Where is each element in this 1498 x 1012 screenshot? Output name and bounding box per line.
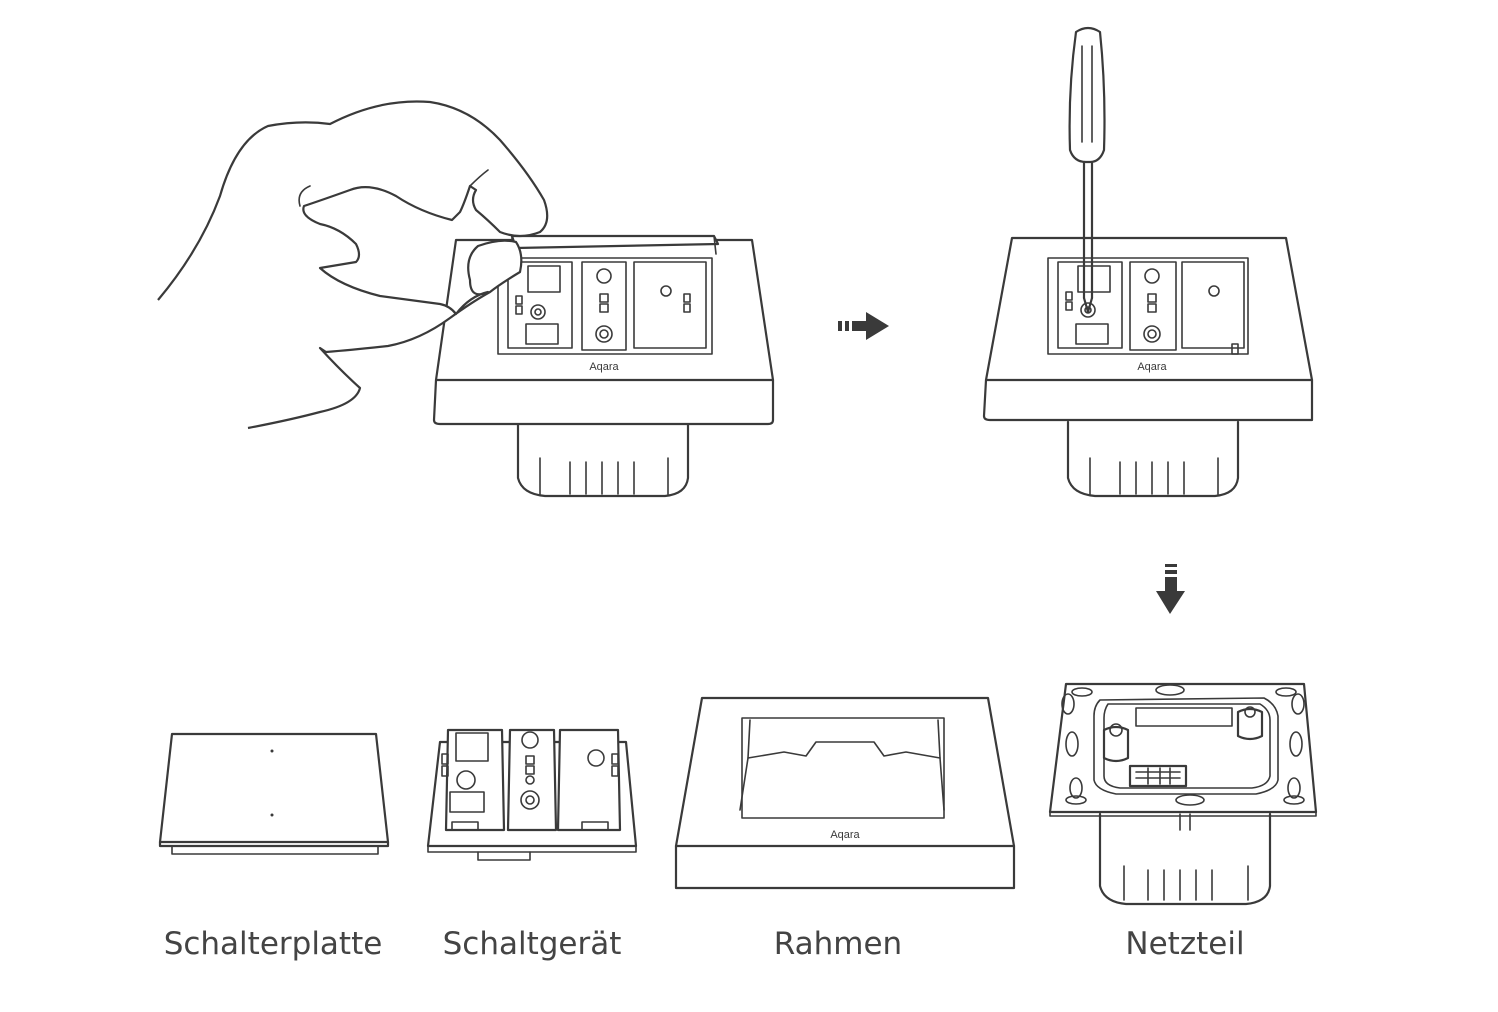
socket-base bbox=[516, 420, 690, 498]
screwdriver-icon bbox=[1068, 26, 1106, 314]
frame-assembled: Aqara bbox=[982, 236, 1314, 422]
label-frame: Rahmen bbox=[773, 926, 903, 962]
step-remove-plate: Aqara bbox=[157, 100, 775, 498]
part-switch-device bbox=[426, 728, 638, 861]
label-switch-device: Schaltgerät bbox=[442, 926, 622, 962]
part-power-supply bbox=[1048, 682, 1318, 906]
arrow-down-icon bbox=[1156, 564, 1185, 614]
label-switch-plate: Schalterplatte bbox=[163, 926, 383, 962]
part-frame: Aqara bbox=[674, 696, 1016, 890]
brand-logo: Aqara bbox=[830, 829, 860, 841]
brand-logo: Aqara bbox=[589, 361, 619, 373]
frame-assembled: Aqara bbox=[432, 238, 775, 426]
part-switch-plate bbox=[158, 732, 390, 855]
step-unscrew: Aqara bbox=[982, 26, 1314, 498]
hand-icon bbox=[157, 100, 549, 430]
socket-base bbox=[1066, 420, 1240, 498]
arrow-right-icon bbox=[838, 312, 889, 340]
label-power-supply: Netzteil bbox=[1125, 926, 1245, 962]
brand-logo: Aqara bbox=[1137, 361, 1167, 373]
